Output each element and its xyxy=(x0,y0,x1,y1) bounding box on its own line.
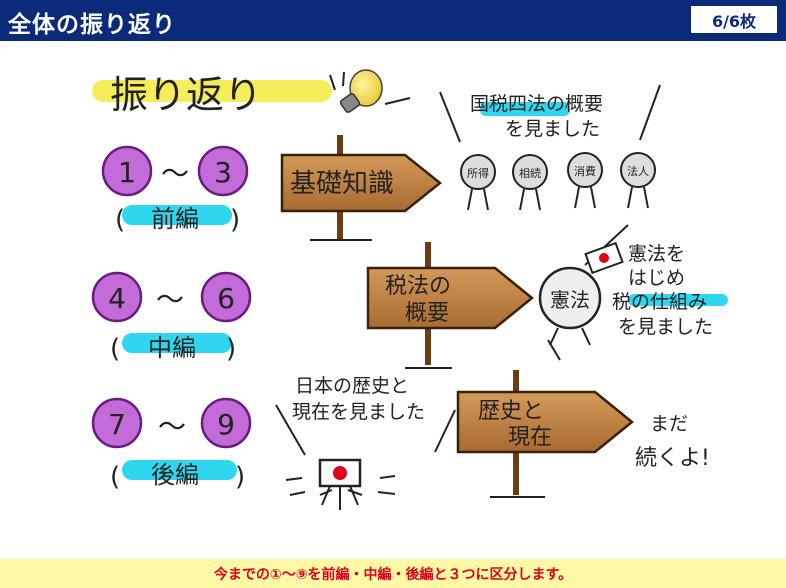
group-back-end-circle xyxy=(200,397,252,449)
svg-text:(: ( xyxy=(115,205,125,235)
svg-text:(: ( xyxy=(110,462,120,492)
tax-name-consumption: 消費 xyxy=(574,164,596,178)
tax-figure-income: 所得 xyxy=(460,154,496,211)
group-back-start-circle xyxy=(91,397,143,449)
group-back: 7 〜 9 ( 後編 ) xyxy=(91,397,252,492)
sign-basics-text: 基礎知識 xyxy=(290,169,394,199)
group-middle-label: 中編 xyxy=(148,334,196,362)
lightbulb-icon xyxy=(329,69,411,113)
group-middle-end-circle xyxy=(200,271,252,323)
group-front-end: 3 xyxy=(214,156,232,189)
constitution-figure: 憲法 憲法を はじめ 税の仕組み を見ました xyxy=(538,224,728,361)
group-middle: 4 〜 6 ( 中編 ) xyxy=(91,271,252,364)
page-indicator: 6/6枚 xyxy=(690,5,778,34)
footer-bar: 今までの①〜⑨を前編・中編・後編と３つに区分します。 xyxy=(0,559,786,588)
signpost-basics: 基礎知識 xyxy=(280,135,443,241)
svg-text:): ) xyxy=(230,205,240,235)
constitution-line3: 税の仕組み xyxy=(612,291,707,313)
page-title: 全体の振り返り xyxy=(8,12,176,38)
group-front: 1 〜 3 ( 前編 ) xyxy=(101,145,249,235)
tax-figure-inheritance: 相続 xyxy=(512,154,548,211)
tax-name-income: 所得 xyxy=(467,167,489,180)
group-middle-end: 6 xyxy=(217,282,235,315)
sign-history-line1: 歴史と xyxy=(478,399,544,424)
constitution-line4: を見ました xyxy=(618,316,713,338)
history-line2: 現在を見ました xyxy=(292,401,425,423)
constitution-figure-text: 憲法 xyxy=(550,288,590,312)
tax-overview-note: 国税四法の概要 を見ました xyxy=(439,84,661,143)
header-bar: 全体の振り返り 6/6枚 xyxy=(0,0,786,41)
group-back-label: 後編 xyxy=(151,461,199,489)
group-front-start: 1 xyxy=(118,156,136,189)
continue-line1: まだ xyxy=(650,413,688,435)
group-back-tilde: 〜 xyxy=(158,410,186,443)
sign-tax-overview-line1: 税法の xyxy=(385,274,451,299)
continue-line2: 続くよ! xyxy=(635,446,710,471)
review-heading-text: 振り返り xyxy=(110,73,262,117)
group-middle-start-circle xyxy=(91,271,143,323)
tax-overview-line1: 国税四法の概要 xyxy=(470,93,603,115)
tax-figure-consumption: 消費 xyxy=(567,152,603,209)
history-note: 日本の歴史と 現在を見ました xyxy=(275,375,456,456)
footer-caption: 今までの①〜⑨を前編・中編・後編と３つに区分します。 xyxy=(213,566,573,583)
tax-name-inheritance: 相続 xyxy=(519,166,541,180)
svg-text:(: ( xyxy=(110,334,120,364)
sign-history-line2: 現在 xyxy=(508,425,552,450)
constitution-line2: はじめ xyxy=(628,267,685,289)
tax-overview-line2: を見ました xyxy=(505,118,600,140)
japan-flag-figure xyxy=(285,458,396,510)
tax-name-corporate: 法人 xyxy=(627,164,649,178)
svg-text:): ) xyxy=(226,334,236,364)
review-illustration: 振り返り 1 〜 3 ( 前編 ) 4 〜 6 ( 中編 ) 7 〜 xyxy=(91,69,728,510)
sign-tax-overview-line2: 概要 xyxy=(405,301,449,326)
group-front-tilde: 〜 xyxy=(161,157,189,190)
svg-text:): ) xyxy=(235,462,245,492)
history-line1: 日本の歴史と xyxy=(295,375,409,397)
tax-figure-corporate: 法人 xyxy=(620,152,656,209)
group-back-start: 7 xyxy=(108,408,126,441)
group-front-start-circle xyxy=(101,145,153,197)
constitution-line1: 憲法を xyxy=(628,243,685,265)
group-middle-start: 4 xyxy=(108,282,126,315)
review-heading: 振り返り xyxy=(92,73,332,117)
signpost-tax-overview: 税法の 概要 xyxy=(366,242,534,369)
signpost-history: 歴史と 現在 xyxy=(456,370,634,498)
continue-note: まだ 続くよ! xyxy=(635,413,710,471)
group-back-end: 9 xyxy=(217,408,235,441)
group-middle-tilde: 〜 xyxy=(156,283,184,316)
group-front-end-circle xyxy=(197,145,249,197)
group-front-label: 前編 xyxy=(151,205,199,233)
